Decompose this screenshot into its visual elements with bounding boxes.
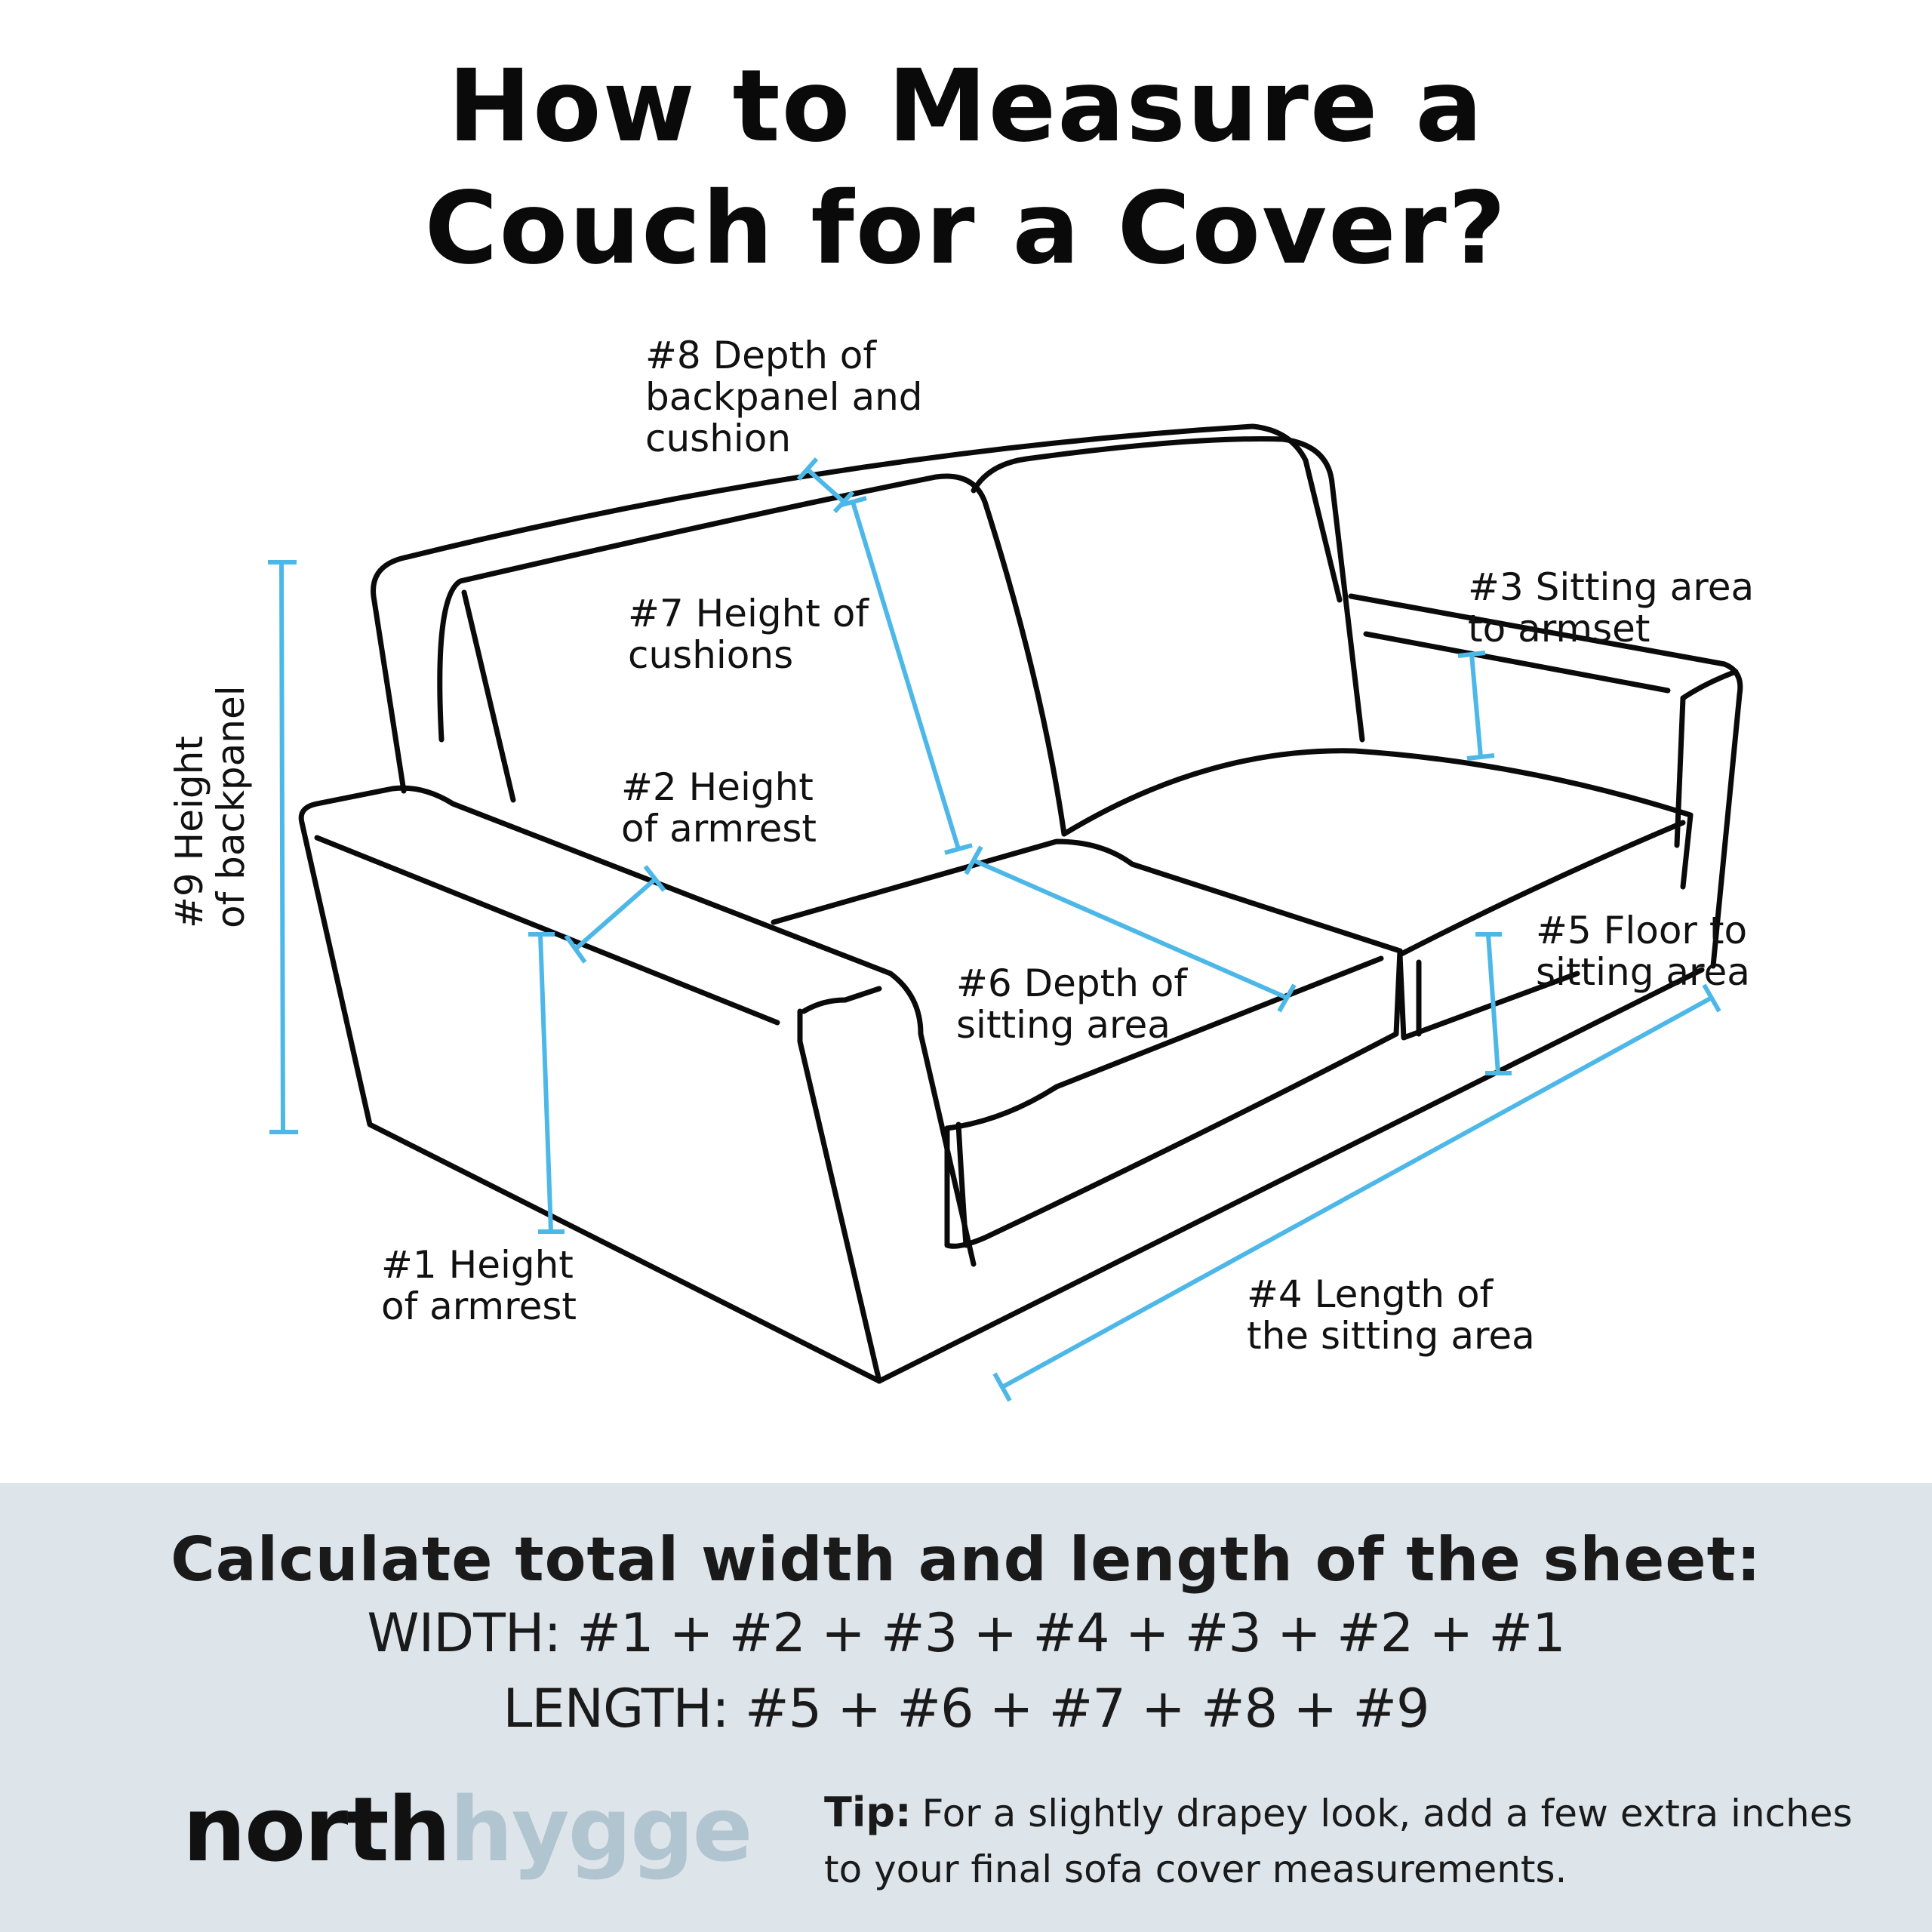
calculation-heading: Calculate total width and length of the … — [171, 1524, 1761, 1595]
page-title: How to Measure a Couch for a Cover? — [0, 45, 1932, 290]
tip-label: Tip: — [824, 1789, 912, 1836]
measure-line-6 — [964, 845, 1297, 1013]
measure-line-9 — [268, 560, 298, 1134]
label-5: #5 Floor to sitting area — [1536, 909, 1759, 994]
width-formula: WIDTH: #1 + #2 + #3 + #4 + #3 + #2 + #1 — [367, 1602, 1565, 1664]
logo-part-north: north — [183, 1777, 451, 1881]
label-7: #7 Height of cushions — [628, 592, 881, 677]
label-9: #9 Height of backpanel — [168, 685, 253, 928]
measurement-lines — [268, 457, 1721, 1402]
measure-line-7 — [838, 496, 973, 855]
label-2: #2 Height of armrest — [621, 765, 826, 851]
measure-line-3 — [1457, 651, 1495, 761]
sofa-outline — [298, 423, 1743, 1384]
measure-line-1 — [528, 932, 565, 1234]
measure-line-2 — [564, 865, 666, 964]
length-formula: LENGTH: #5 + #6 + #7 + #8 + #9 — [503, 1678, 1429, 1740]
title-line-1: How to Measure a — [448, 48, 1484, 165]
measure-line-5 — [1475, 932, 1512, 1075]
label-3: #3 Sitting area to armset — [1468, 565, 1766, 651]
footer-panel: Calculate total width and length of the … — [0, 1483, 1932, 1932]
logo-part-hygge: hygge — [449, 1777, 753, 1881]
tip-note: Tip:For a slightly drapey look, add a fe… — [824, 1785, 1881, 1897]
title-line-2: Couch for a Cover? — [424, 171, 1508, 287]
brand-logo: northhygge — [183, 1777, 753, 1881]
measure-line-8 — [796, 457, 855, 514]
label-8: #8 Depth of backpanel and cushion — [645, 334, 934, 460]
label-1: #1 Height of armrest — [381, 1243, 586, 1328]
label-6: #6 Depth of sitting area — [956, 961, 1199, 1047]
tip-text: For a slightly drapey look, add a few ex… — [824, 1792, 1853, 1891]
label-4: #4 Length of the sitting area — [1247, 1272, 1535, 1358]
measure-line-4 — [992, 983, 1721, 1402]
measurement-labels: #8 Depth of backpanel and cushion #7 Hei… — [168, 334, 1766, 1358]
sofa-diagram: #8 Depth of backpanel and cushion #7 Hei… — [168, 334, 1766, 1402]
